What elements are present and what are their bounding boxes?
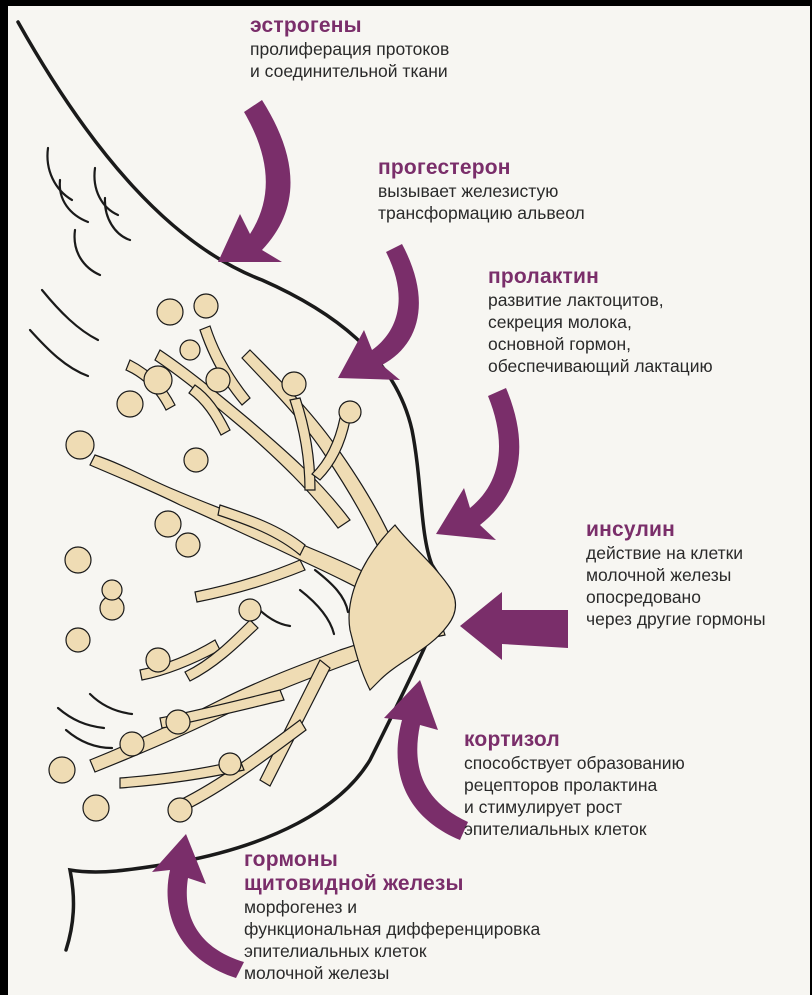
label-prolactin: пролактин развитие лактоцитов, секреция … (488, 265, 713, 377)
hormone-description: и соединительной ткани (250, 60, 449, 82)
hormone-description: молочной железы (244, 962, 540, 984)
arrow-progesterone (338, 244, 419, 380)
hormone-description: пролиферация протоков (250, 38, 449, 60)
hormone-name: щитовидной железы (244, 872, 540, 896)
hormone-description: и стимулирует рост (464, 796, 685, 818)
hormone-description: обеспечивающий лактацию (488, 355, 713, 377)
hormone-description: молочной железы (586, 564, 766, 586)
label-cortisol: кортизол способствует образованию рецепт… (464, 728, 685, 840)
hormone-description: опосредовано (586, 586, 766, 608)
label-progesterone: прогестерон вызывает железистую трансфор… (378, 156, 585, 224)
hormone-name: инсулин (586, 518, 766, 542)
arrow-thyroid (152, 834, 244, 978)
hormone-description: эпителиальных клеток (464, 818, 685, 840)
arrow-prolactin (436, 388, 519, 540)
hormone-description: основной гормон, (488, 333, 713, 355)
hormone-arrows (152, 100, 568, 978)
arrow-insulin (460, 592, 568, 660)
hormone-name: пролактин (488, 265, 713, 289)
label-thyroid-hormones: гормоны щитовидной железы морфогенез и ф… (244, 848, 540, 984)
arrow-estrogens (218, 100, 291, 262)
hormone-description: через другие гормоны (586, 608, 766, 630)
hormone-description: развитие лактоцитов, (488, 289, 713, 311)
label-insulin: инсулин действие на клетки молочной желе… (586, 518, 766, 630)
hormone-name: гормоны (244, 848, 540, 872)
hormone-name: прогестерон (378, 156, 585, 180)
hormone-description: рецепторов пролактина (464, 774, 685, 796)
hormone-description: секреция молока, (488, 311, 713, 333)
hormone-description: эпителиальных клеток (244, 940, 540, 962)
hormone-name: кортизол (464, 728, 685, 752)
hormone-description: способствует образованию (464, 752, 685, 774)
hormone-description: функциональная дифференцировка (244, 918, 540, 940)
hormone-description: трансформацию альвеол (378, 202, 585, 224)
hormone-description: вызывает железистую (378, 180, 585, 202)
hormone-description: морфогенез и (244, 896, 540, 918)
label-estrogens: эстрогены пролиферация протоков и соедин… (250, 14, 449, 82)
hormone-description: действие на клетки (586, 542, 766, 564)
hormone-name: эстрогены (250, 14, 449, 38)
